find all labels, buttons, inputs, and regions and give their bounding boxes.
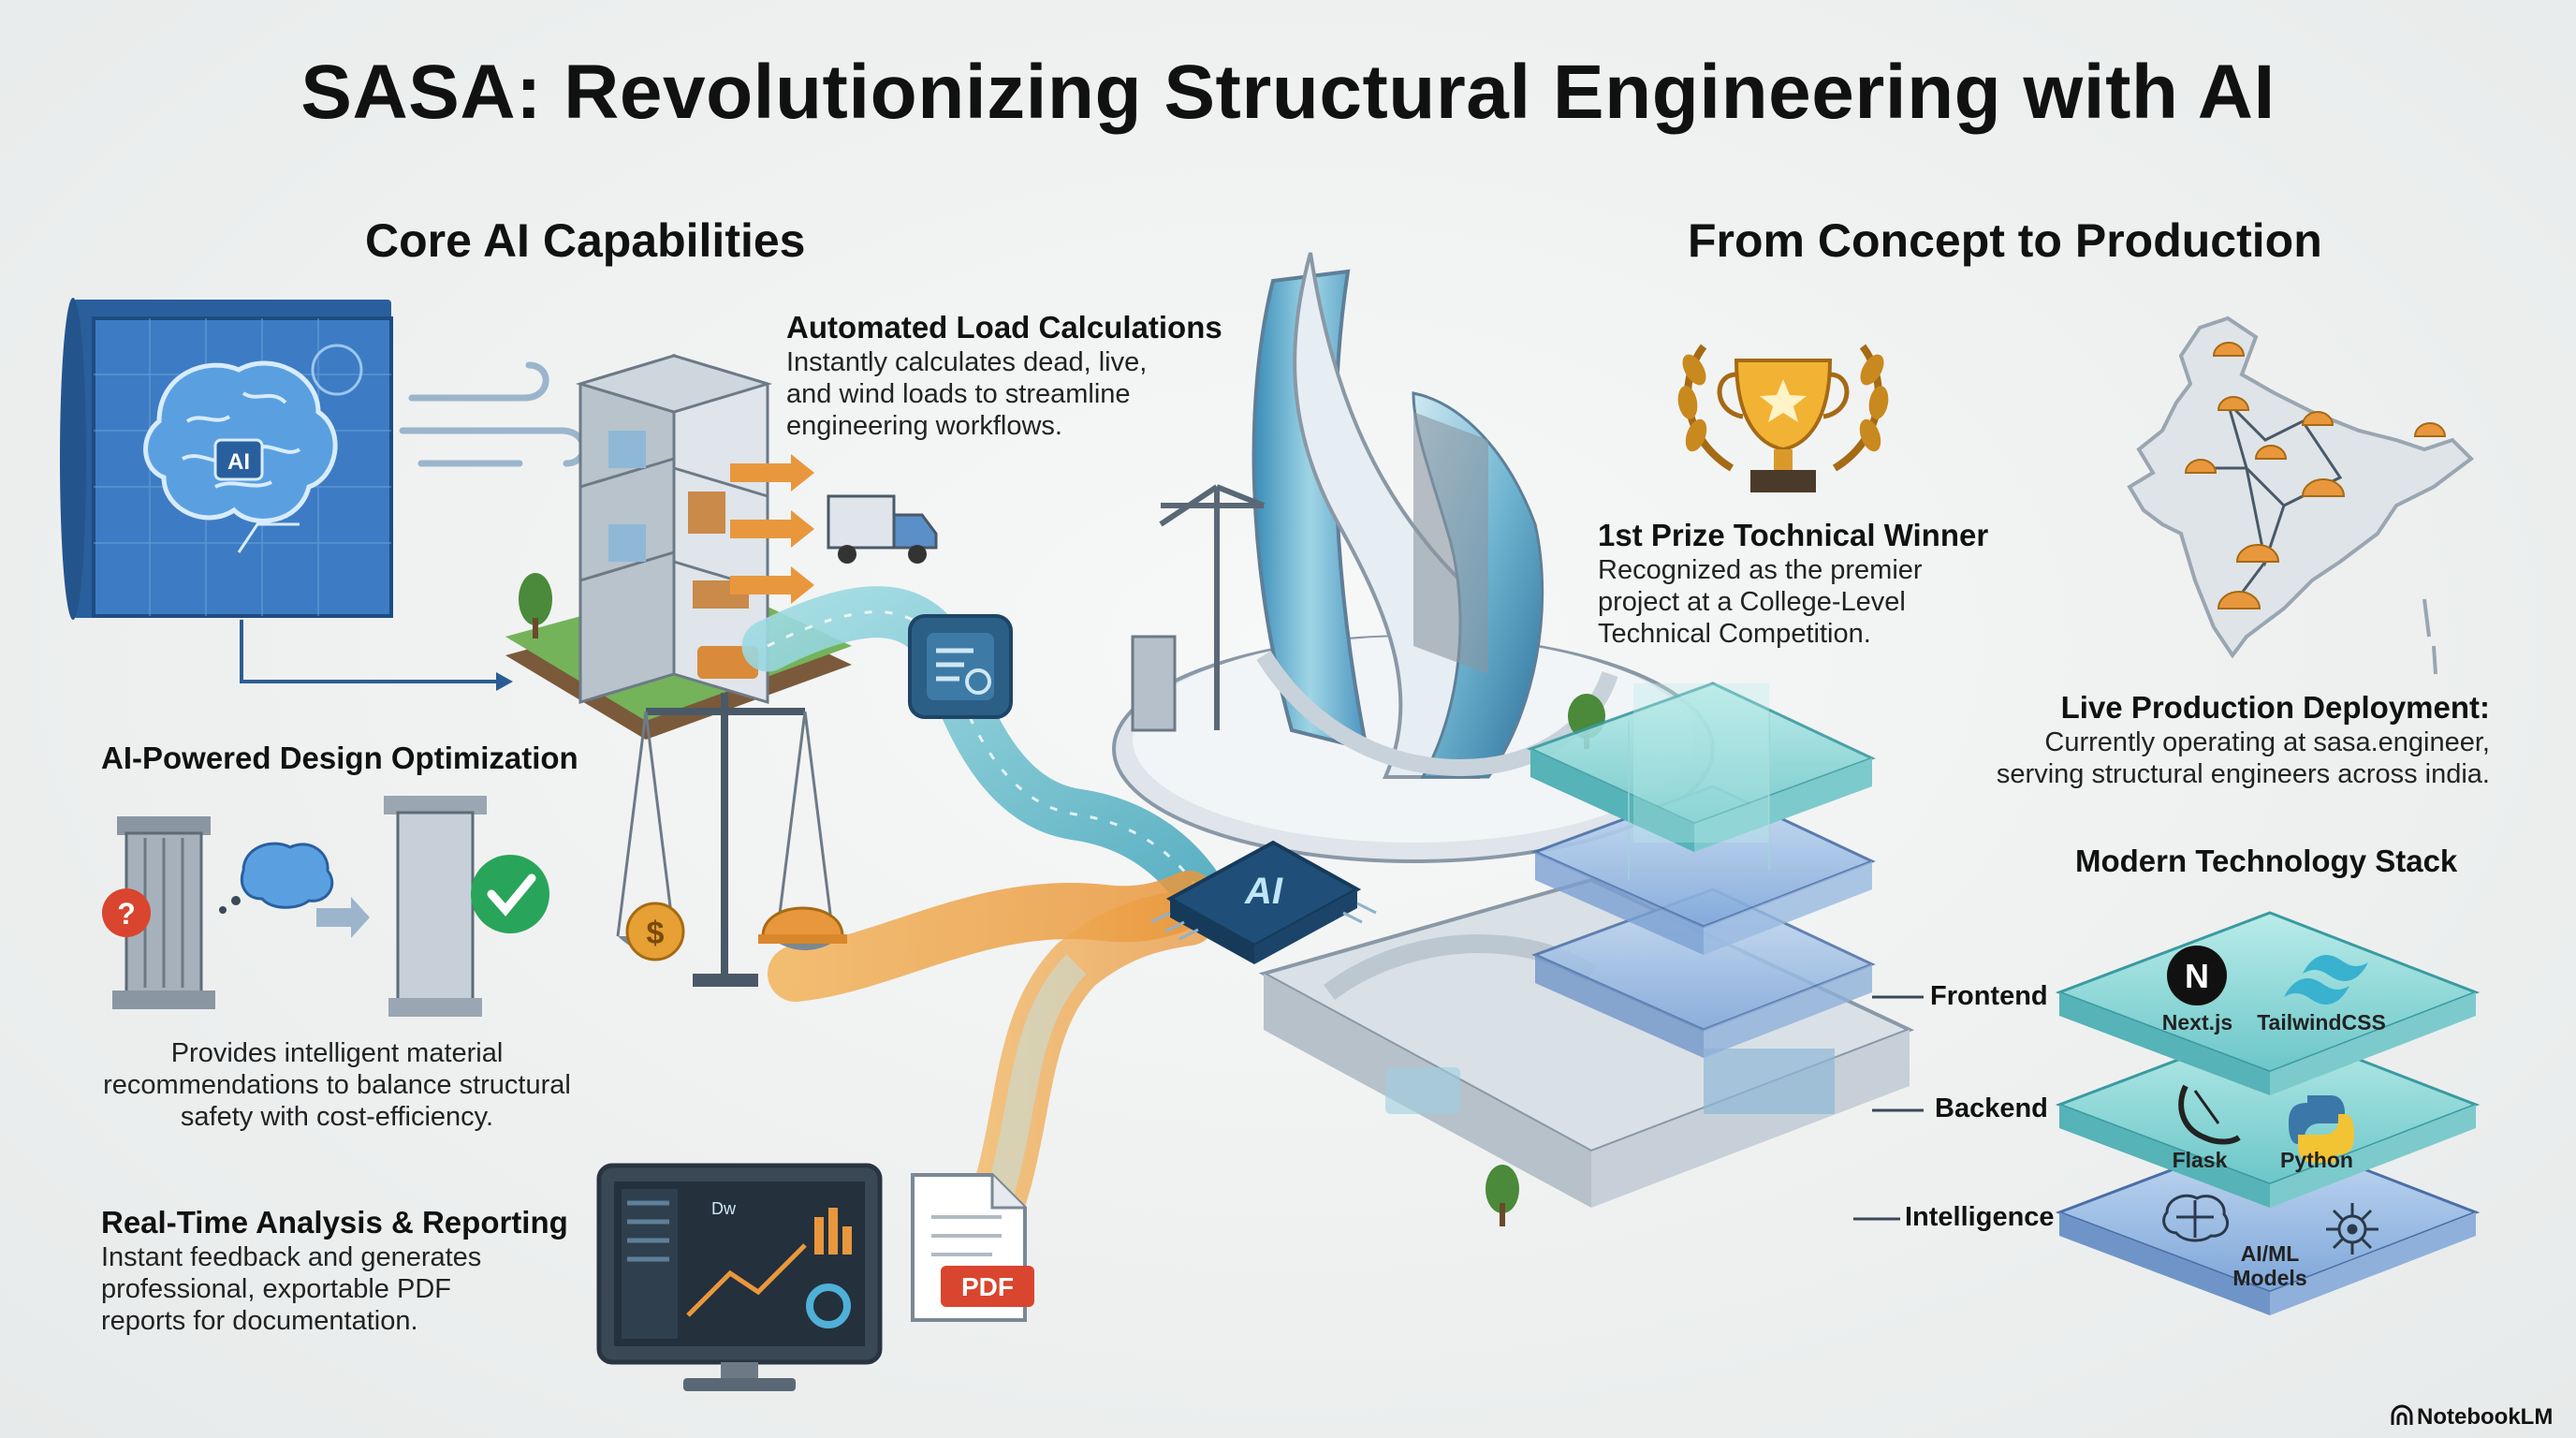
blueprint-ai-label: AI [227, 449, 250, 475]
truck-icon [827, 494, 938, 564]
analytics-monitor-icon: Dw [596, 1163, 883, 1391]
load-arrows [730, 454, 814, 604]
tailwind-logo-icon [2284, 955, 2368, 1005]
svg-text:?: ? [117, 897, 136, 931]
feature-title: Real-Time Analysis & Reporting [101, 1205, 568, 1240]
dollar-label: $ [647, 916, 665, 951]
tech-stack-title: Modern Technology Stack [2075, 844, 2458, 878]
pdf-report-icon: PDF [911, 1173, 1034, 1322]
column-question-icon: ? [102, 816, 215, 1009]
layer-label-backend: Backend [1935, 1093, 2048, 1123]
column-check-icon [384, 796, 549, 1017]
next-logo-letter: N [2185, 957, 2209, 995]
prize-award: 1st Prize Tochnical Winner Recognized as… [1598, 517, 1988, 650]
prize-desc-line: project at a College-Level [1598, 587, 1906, 617]
transform-arrow [316, 897, 370, 938]
feature-desc-line: reports for documentation. [101, 1306, 418, 1336]
tech-models: Models [2232, 1266, 2307, 1290]
tech-nextjs: Next.js [2161, 1010, 2233, 1034]
feature-desc-line: Instant feedback and generates [101, 1242, 482, 1272]
teal-data-flow [741, 586, 1224, 916]
feature-reporting: Real-Time Analysis & Reporting Instant f… [101, 1204, 568, 1337]
prize-desc-line: Recognized as the premier [1598, 555, 1923, 585]
trophy-icon [1677, 344, 1889, 492]
settings-document-icon [908, 614, 1013, 719]
layer-leader-lines [1853, 995, 1924, 1221]
deployment-info: Live Production Deployment: Currently op… [1947, 689, 2490, 790]
monitor-tag: Dw [711, 1199, 737, 1218]
feature-load-calc: Automated Load Calculations Instantly ca… [786, 309, 1222, 442]
feature-desc-line: recommendations to balance structural [103, 1070, 571, 1100]
neural-network-icon [2326, 1203, 2378, 1255]
cost-safety-scale-icon: $ [616, 693, 847, 987]
section-title-core-ai: Core AI Capabilities [365, 214, 806, 267]
nextjs-logo-icon: N [2167, 946, 2227, 1005]
tech-tailwind: TailwindCSS [2257, 1010, 2386, 1034]
prize-desc-line: Technical Competition. [1598, 619, 1871, 649]
feature-desc-line: and wind loads to streamline [786, 379, 1131, 409]
deployment-title: Live Production Deployment: [2060, 690, 2490, 725]
feature-desc-line: engineering workflows. [786, 411, 1062, 441]
base-building-icon [1258, 877, 1915, 1226]
pdf-label: PDF [961, 1272, 1014, 1301]
layer-label-intelligence: Intelligence [1905, 1202, 2055, 1232]
tech-flask: Flask [2172, 1148, 2228, 1172]
wind-icon [399, 361, 587, 467]
section-title-production: From Concept to Production [1688, 214, 2322, 267]
notebooklm-logo-icon [2391, 1404, 2413, 1425]
layer-label-frontend: Frontend [1930, 981, 2048, 1011]
thinking-brain-icon [219, 842, 334, 914]
india-map-icon [2127, 315, 2475, 675]
feature-desc-line: professional, exportable PDF [101, 1274, 451, 1304]
feature-title: Automated Load Calculations [786, 310, 1222, 345]
flask-logo-icon [2178, 1084, 2241, 1145]
architecture-layers-icon [1527, 682, 1876, 1058]
tech-python: Python [2280, 1148, 2353, 1172]
brain-model-icon [2162, 1194, 2230, 1242]
python-logo-icon [2289, 1095, 2354, 1163]
prize-title: 1st Prize Tochnical Winner [1598, 518, 1989, 552]
tech-stack-layers-icon [2055, 911, 2481, 1315]
connector-arrow [240, 620, 496, 683]
feature-desc-line: Instantly calculates dead, live, [786, 347, 1148, 377]
tech-aiml-models: AI/ML Models [2218, 1241, 2321, 1290]
page-title: SASA: Revolutionizing Structural Enginee… [300, 50, 2276, 135]
feature-desc-line: safety with cost-efficiency. [180, 1102, 494, 1132]
feature-title-design: AI-Powered Design Optimization [101, 741, 578, 775]
notebooklm-brand: NotebookLM [2417, 1404, 2554, 1430]
deployment-desc-line: serving structural engineers across indi… [1996, 759, 2490, 789]
central-tower-icon [1112, 252, 1715, 863]
ai-chip-icon: AI [1150, 840, 1377, 964]
deployment-desc-line: Currently operating at sasa.engineer, [2044, 727, 2490, 757]
feature-design-desc: Provides intelligent material recommenda… [56, 1037, 618, 1133]
feature-desc-line: Provides intelligent material [170, 1038, 504, 1068]
chip-ai-label: AI [1244, 871, 1283, 912]
tech-aiml: AI/ML [2240, 1241, 2300, 1266]
blueprint-brain-icon: AI [60, 298, 393, 620]
